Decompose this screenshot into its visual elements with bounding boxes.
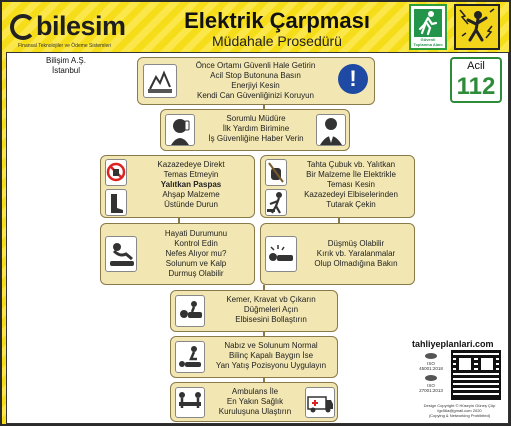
step-text: Sorumlu Müdüre — [226, 114, 286, 123]
step-text: Kemer, Kravat vb Çıkarın — [226, 295, 316, 304]
poster-title: Elektrik Çarpması — [184, 8, 370, 33]
step-text: Solunum ve Kalp — [165, 259, 227, 268]
iso-logo-icon — [425, 375, 437, 381]
step-card-check-vitals: Hayati Durumunu Kontrol Edin Nefes Alıyo… — [100, 223, 255, 285]
copyright-line: fgc56a@gmail.com 2020 — [437, 408, 482, 413]
electric-shock-warning-icon — [454, 4, 500, 50]
step-card-break-contact: Tahta Çubuk vb. Yalıtkan Bir Malzeme İle… — [260, 155, 415, 218]
flow-arrow — [263, 378, 265, 382]
insulated-boots-icon — [105, 189, 127, 216]
step-text: Bilinç Kapalı Baygın İse — [228, 351, 314, 360]
step-card-recovery-position: Nabız ve Solunum Normal Bilinç Kapalı Ba… — [170, 336, 338, 378]
company-city: İstanbul — [51, 66, 81, 75]
step-text: Yalıtkan Paspas — [160, 180, 222, 189]
running-man-icon — [414, 9, 442, 37]
assembly-area-sign: Güvenli Toplanma Alanı — [409, 4, 447, 50]
step-text: Ambulans İle — [231, 387, 279, 396]
step-text: En Yakın Sağlık — [226, 397, 284, 406]
step-text: Bir Malzeme İle Elektrikle — [306, 170, 396, 179]
assembly-area-label: Güvenli Toplanma Alanı — [413, 37, 443, 47]
flow-arrow — [263, 105, 265, 109]
step-text: Düşmüş Olabilir — [327, 239, 385, 248]
loosen-clothes-icon — [175, 295, 205, 327]
step-text: Tahta Çubuk vb. Yalıtkan — [306, 160, 396, 169]
step-text: Hayati Durumunu — [164, 229, 228, 238]
stretcher-icon — [175, 387, 205, 418]
hand-stick-icon — [265, 159, 287, 186]
step-text: İlk Yardım Birimine — [222, 124, 290, 133]
emergency-label: Acil — [467, 60, 485, 72]
step-text: Önce Ortamı Güvenli Hale Getirin — [195, 61, 316, 70]
qr-code[interactable] — [451, 350, 501, 400]
logo-text: bilesim — [36, 11, 126, 41]
step-text: Kazazedeyi Elbiselerinden — [304, 190, 398, 199]
poster-subtitle: Müdahale Prosedürü — [212, 33, 342, 49]
flow-arrow — [263, 285, 265, 290]
flow-arrow — [263, 332, 265, 336]
logo-mark-icon — [10, 14, 36, 40]
step-text: Düğmeleri Açın — [243, 305, 299, 314]
company-logo: bilesim Finansal Teknolojiler ve Ödeme S… — [8, 8, 146, 50]
step-card-check-injuries: Düşmüş Olabilir Kırık vb. Yaralanmalar O… — [260, 223, 415, 285]
step-text: Elbisesini Bollaştırın — [235, 315, 307, 324]
flow-arrow — [338, 218, 340, 223]
ambulance-icon — [305, 387, 335, 418]
step-text: Üstünde Durun — [164, 200, 218, 209]
step-card-loosen-clothing: Kemer, Kravat vb Çıkarın Düğmeleri Açın … — [170, 290, 338, 332]
step-text: Kırık vb. Yaralanmalar — [316, 249, 396, 258]
exclamation-icon: ! — [338, 64, 368, 94]
doctor-icon — [316, 114, 346, 146]
cert-text: ISO 45001:2018 — [419, 361, 443, 371]
step-text: Acil Stop Butonuna Basın — [210, 71, 301, 80]
step-card-secure-area: Önce Ortamı Güvenli Hale Getirin Acil St… — [137, 57, 375, 105]
flow-arrow — [178, 218, 180, 223]
step-card-notify: Sorumlu Müdüre İlk Yardım Birimine İş Gü… — [160, 109, 350, 151]
company-name: Bilişim A.Ş. — [45, 56, 86, 65]
website-link[interactable]: tahliyeplanlari.com — [412, 339, 494, 349]
step-text: Teması Kesin — [326, 180, 376, 189]
cert-text: ISO 27001:2013 — [419, 383, 443, 393]
recovery-position-icon — [175, 341, 205, 373]
emergency-number-box: Acil 112 — [450, 57, 502, 103]
copyright-line: (Copying & Networking Prohibited) — [428, 413, 491, 418]
step-card-ambulance: Ambulans İle En Yakın Sağlık Kuruluşuna … — [170, 382, 338, 422]
step-text: Kontrol Edin — [174, 239, 218, 248]
step-text: Nefes Alıyor mu? — [165, 249, 227, 258]
step-text: İş Güvenliğine Haber Verin — [208, 134, 304, 143]
step-text: Kazazedeye Direkt — [157, 160, 225, 169]
step-text: Nabız ve Solunum Normal — [224, 341, 318, 350]
step-text: Olup Olmadığına Bakın — [314, 259, 398, 268]
company-info: Bilişim A.Ş. İstanbul — [16, 56, 116, 76]
lying-victim-icon — [265, 236, 297, 272]
step-card-no-direct-contact: Kazazedeye Direkt Temas Etmeyin Yalıtkan… — [100, 155, 255, 218]
cpr-check-icon — [105, 236, 137, 272]
iso-cert-2: ISO 27001:2013 — [416, 374, 446, 393]
copyright-line: Design Copyright © Hüseyin Güneş Çöp — [423, 403, 496, 408]
step-text: Temas Etmeyin — [163, 170, 219, 179]
iso-logo-icon — [425, 353, 437, 359]
emergency-number: 112 — [456, 73, 496, 100]
step-text: Kuruluşuna Ulaştırın — [218, 407, 292, 416]
step-text: Ahşap Malzeme — [162, 190, 220, 199]
step-text: Tutarak Çekin — [326, 200, 376, 209]
step-text: Durmuş Olabilir — [168, 269, 224, 278]
step-text: Yan Yatış Pozisyonu Uygulayın — [215, 361, 327, 370]
drag-victim-icon — [265, 189, 287, 216]
phone-call-icon — [165, 114, 195, 146]
power-off-icon — [143, 64, 177, 98]
logo-tagline: Finansal Teknolojiler ve Ödeme Sistemler… — [18, 43, 112, 49]
no-touch-icon — [105, 159, 127, 186]
copyright-info: Design Copyright © Hüseyin Güneş Çöp fgc… — [412, 403, 507, 418]
iso-cert-1: ISO 45001:2018 — [416, 352, 446, 371]
step-text: Enerjiyi Kesin — [231, 81, 280, 90]
step-text: Kendi Can Güvenliğinizi Koruyun — [197, 91, 314, 100]
